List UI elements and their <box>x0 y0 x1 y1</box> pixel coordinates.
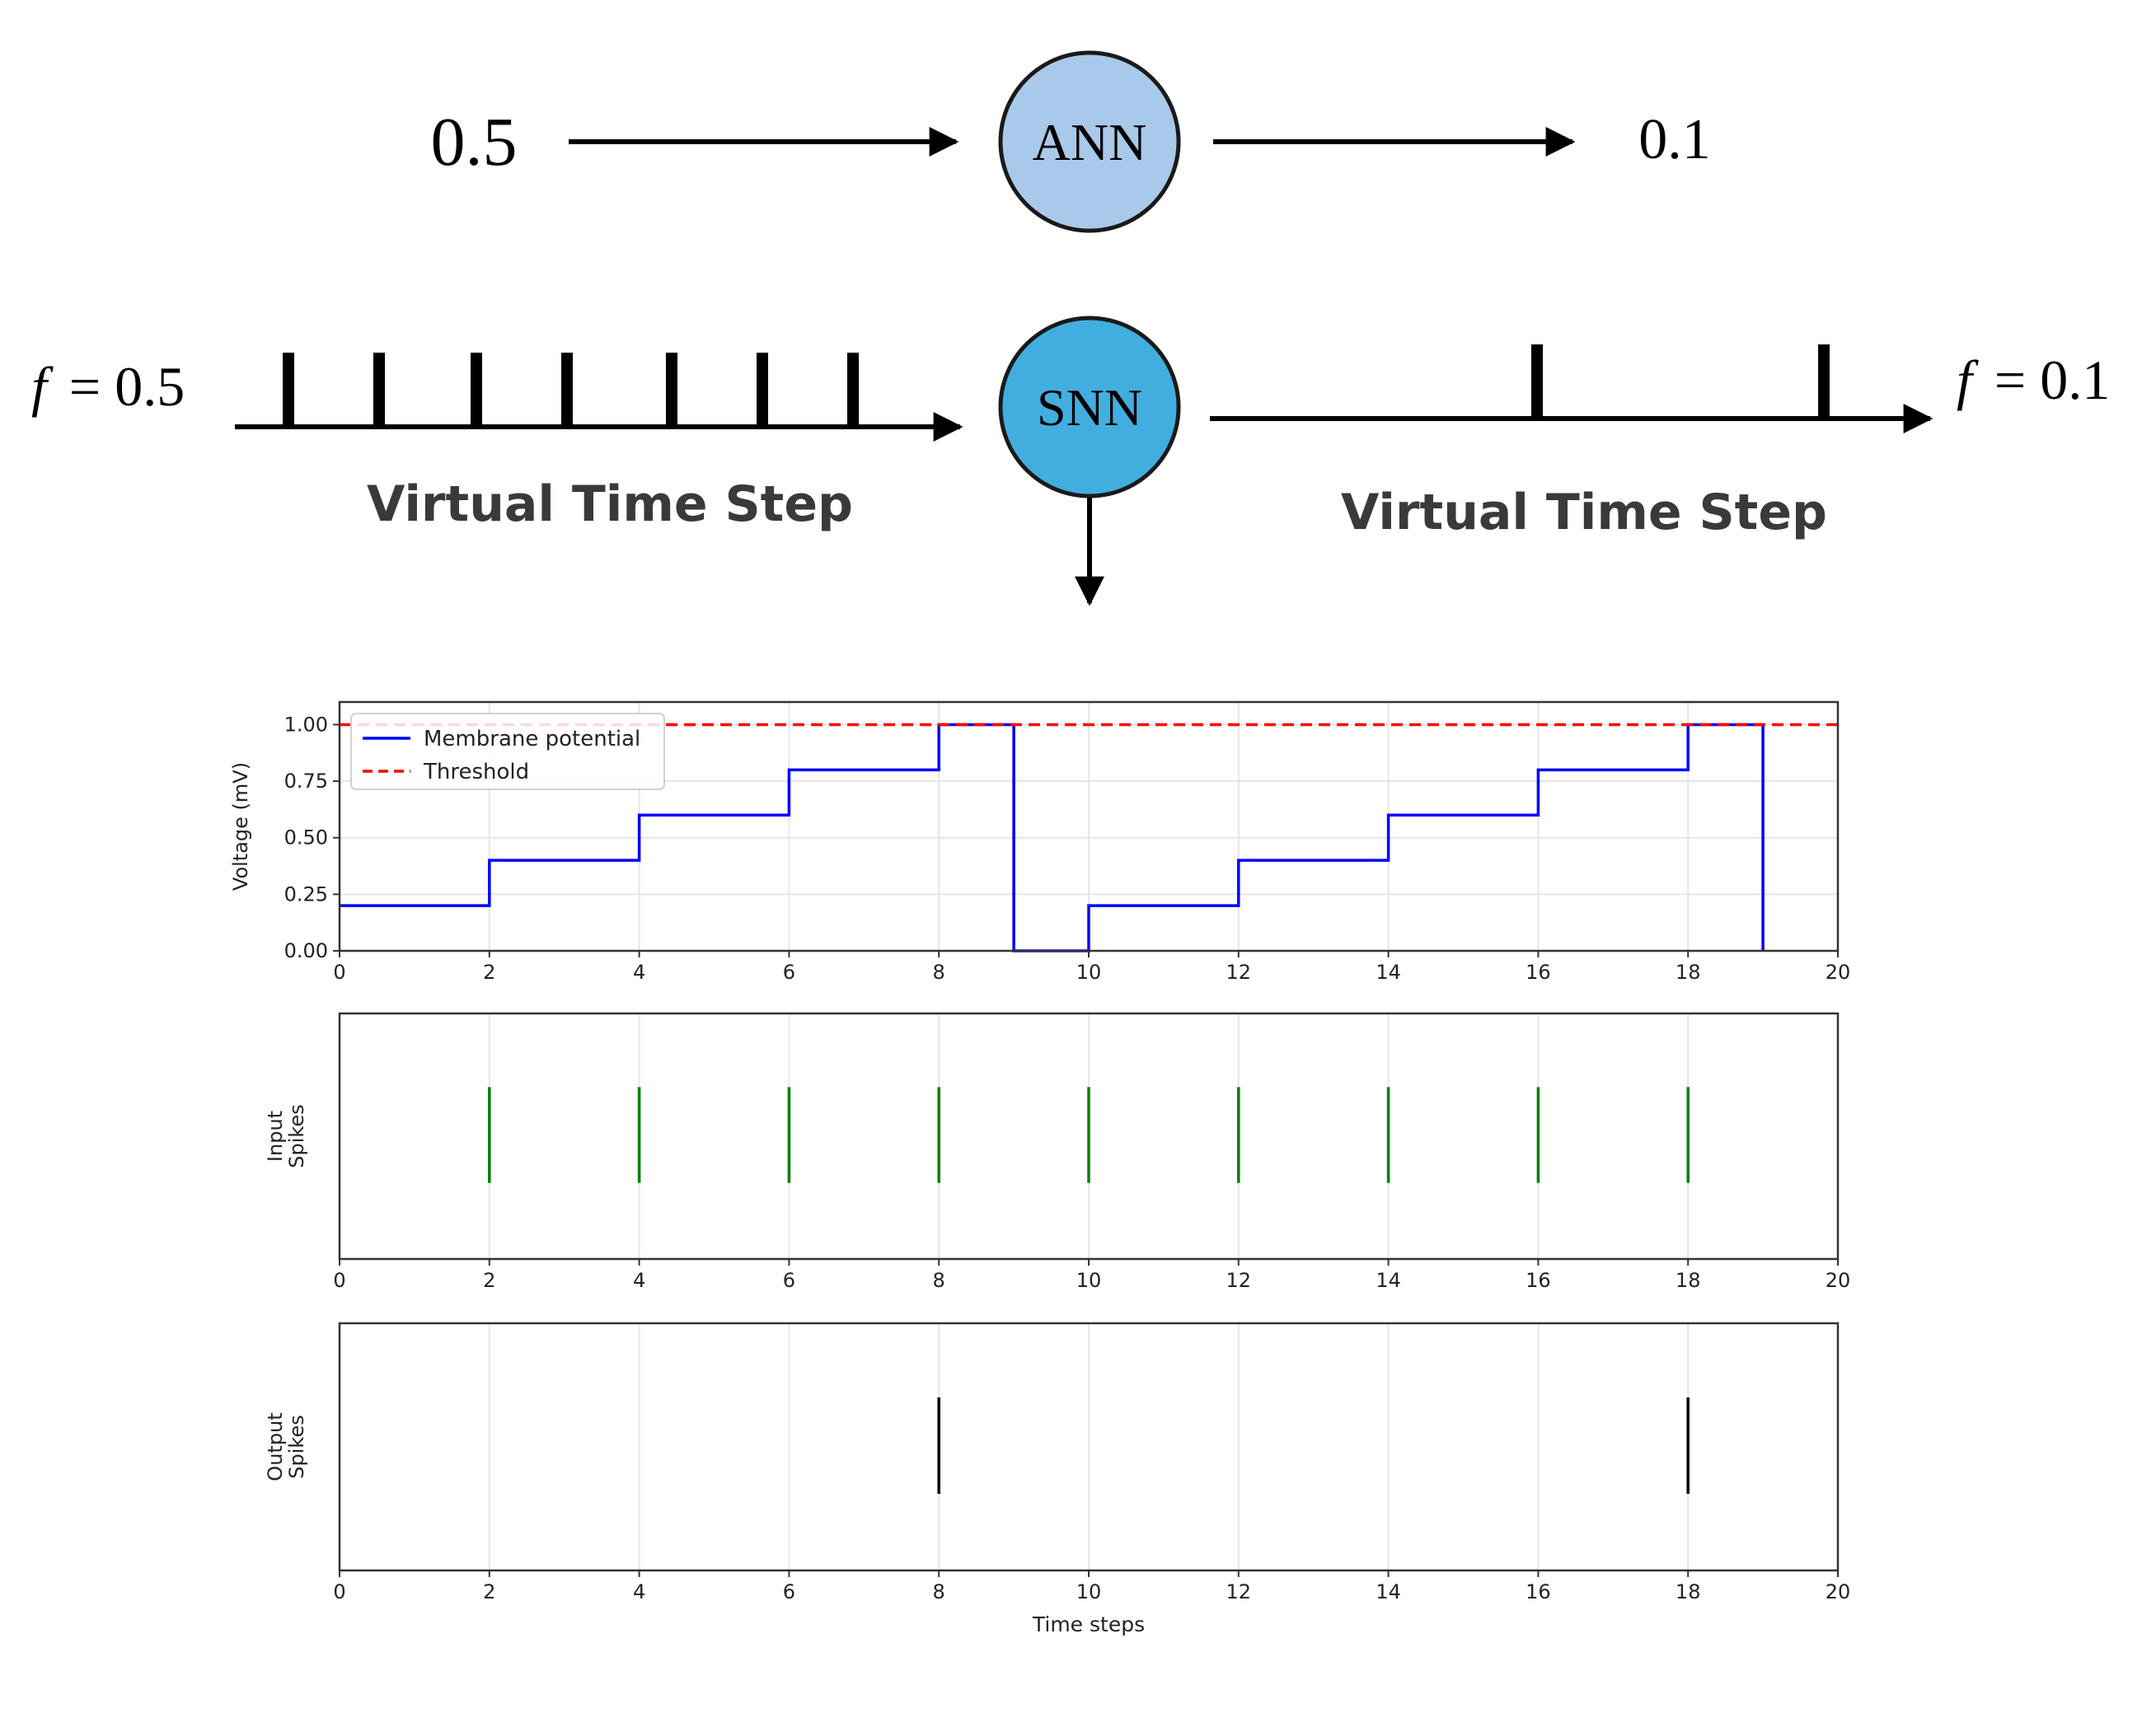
snn-input-spike <box>757 353 768 425</box>
x-tick-label: 18 <box>1676 961 1701 984</box>
snn-row: f = 0.5 Virtual Time Step SNN f = 0.1 Vi… <box>31 316 2110 606</box>
x-tick-label: 4 <box>633 1580 645 1603</box>
x-tick-label: 8 <box>933 1580 945 1603</box>
snn-input-spike <box>561 353 573 425</box>
input-spikes-plot: 0 2 4 6 8 10 12 14 16 18 20 InputSpikes <box>264 1012 1851 1292</box>
x-tick-label: 12 <box>1226 1269 1252 1292</box>
y-axis-label: InputSpikes <box>264 1104 308 1168</box>
x-tick-label: 20 <box>1826 961 1851 984</box>
snn-input-f-value: = 0.5 <box>69 355 185 418</box>
x-axis-label: Time steps <box>1032 1612 1145 1636</box>
x-tick-label: 10 <box>1076 961 1102 984</box>
x-tick-label: 10 <box>1076 1269 1102 1292</box>
y-axis-label: Voltage (mV) <box>229 762 252 891</box>
y-axis-label-line: Voltage (mV) <box>229 762 252 891</box>
legend-entry: Membrane potential <box>424 727 640 751</box>
x-tick-label: 4 <box>633 961 645 984</box>
membrane-voltage-plot: 0 2 4 6 8 10 12 14 16 18 20 0.00 0.25 0.50 0.75 1.00Vol… <box>229 700 1851 984</box>
legend-entry: Threshold <box>423 760 529 784</box>
ann-input-value: 0.5 <box>431 104 518 180</box>
snn-output-spike-train <box>1531 344 1830 417</box>
snn-input-spike <box>471 353 482 425</box>
x-tick-label: 6 <box>783 1269 795 1292</box>
x-tick-label: 0 <box>333 1269 345 1292</box>
x-tick-label: 0 <box>333 961 345 984</box>
x-tick-label: 6 <box>783 1580 795 1603</box>
x-tick-label: 16 <box>1526 1269 1551 1292</box>
legend-box <box>350 713 665 790</box>
snn-input-f-symbol: f <box>31 355 54 418</box>
x-tick-label: 20 <box>1826 1580 1851 1603</box>
ann-node-label: ANN <box>1033 113 1147 171</box>
snn-output-f-symbol: f <box>1957 349 1979 411</box>
x-tick-label: 2 <box>483 1580 495 1603</box>
ann-output-value: 0.1 <box>1638 108 1711 171</box>
ann-row: 0.5 ANN 0.1 <box>431 50 1711 233</box>
y-axis-label-line: Spikes <box>285 1104 308 1168</box>
snn-output-axis-label: Virtual Time Step <box>1341 484 1827 541</box>
x-tick-label: 18 <box>1676 1580 1701 1603</box>
y-axis-label-line: Input <box>264 1111 287 1162</box>
x-tick-label: 8 <box>933 1269 945 1292</box>
x-tick-label: 14 <box>1376 961 1401 984</box>
x-tick-label: 14 <box>1376 1580 1401 1603</box>
y-tick-label: 0.00 <box>284 939 328 962</box>
x-tick-label: 8 <box>933 961 945 984</box>
snn-node <box>998 316 1181 498</box>
x-tick-label: 6 <box>783 961 795 984</box>
snn-node-label: SNN <box>1037 378 1142 437</box>
snn-input-spike <box>847 353 859 425</box>
x-tick-label: 16 <box>1526 961 1551 984</box>
snn-input-spike <box>666 353 677 425</box>
x-tick-label: 16 <box>1526 1580 1551 1603</box>
x-tick-label: 12 <box>1226 1580 1252 1603</box>
snn-output-spike <box>1531 344 1543 417</box>
y-axis-label-line: Output <box>264 1412 287 1481</box>
x-tick-label: 20 <box>1826 1269 1851 1292</box>
x-tick-label: 18 <box>1676 1269 1701 1292</box>
x-tick-label: 12 <box>1226 961 1252 984</box>
snn-input-spike <box>283 353 294 425</box>
y-tick-label: 0.75 <box>284 770 328 793</box>
snn-input-frequency: f = 0.5 <box>31 355 185 418</box>
y-tick-label: 0.50 <box>284 826 328 849</box>
x-tick-label: 0 <box>333 1580 345 1603</box>
x-tick-label: 2 <box>483 961 495 984</box>
x-tick-label: 4 <box>633 1269 645 1292</box>
ann-node <box>998 50 1181 233</box>
snn-output-spike <box>1818 344 1830 417</box>
y-axis-label-line: Spikes <box>285 1415 308 1478</box>
x-tick-label: 14 <box>1376 1269 1401 1292</box>
x-tick-label: 10 <box>1076 1580 1102 1603</box>
y-tick-label: 0.25 <box>284 882 328 906</box>
y-axis-label: OutputSpikes <box>264 1412 308 1481</box>
snn-input-axis-label: Virtual Time Step <box>367 475 853 533</box>
snn-input-spike <box>373 353 385 425</box>
x-tick-label: 2 <box>483 1269 495 1292</box>
snn-output-frequency: f = 0.1 <box>1957 349 2110 411</box>
snn-input-spike-train <box>283 353 859 425</box>
snn-output-f-value: = 0.1 <box>1994 349 2110 411</box>
y-tick-label: 1.00 <box>284 713 328 736</box>
